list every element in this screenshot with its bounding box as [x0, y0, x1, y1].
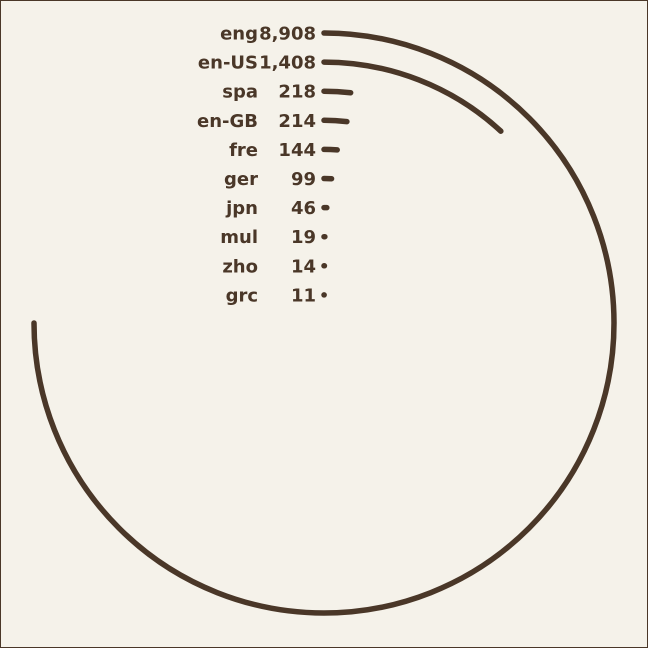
value-label-fre: 144	[278, 140, 316, 161]
bar-fre	[321, 146, 340, 153]
category-label-zho: zho	[222, 256, 258, 277]
category-label-grc: grc	[226, 285, 258, 306]
value-label-mul: 19	[291, 227, 316, 248]
category-label-eng: eng	[220, 24, 258, 45]
category-label-ger: ger	[224, 169, 258, 190]
bar-spa	[321, 88, 354, 96]
category-label-fre: fre	[229, 140, 258, 161]
value-label-en-US: 1,408	[259, 53, 316, 74]
bars-group	[31, 30, 617, 616]
value-label-grc: 11	[291, 285, 316, 306]
category-label-en-GB: en-GB	[197, 111, 258, 132]
category-label-jpn: jpn	[225, 198, 258, 219]
category-label-spa: spa	[222, 82, 258, 103]
value-label-spa: 218	[278, 82, 316, 103]
value-label-zho: 14	[291, 256, 316, 277]
bar-eng	[31, 30, 617, 616]
value-label-jpn: 46	[291, 198, 316, 219]
bar-en-US	[321, 59, 504, 134]
value-label-en-GB: 214	[278, 111, 316, 132]
value-label-eng: 8,908	[259, 24, 316, 45]
bar-en-GB	[321, 117, 350, 125]
category-label-en-US: en-US	[198, 53, 258, 74]
value-label-ger: 99	[291, 169, 316, 190]
category-label-mul: mul	[220, 227, 258, 248]
